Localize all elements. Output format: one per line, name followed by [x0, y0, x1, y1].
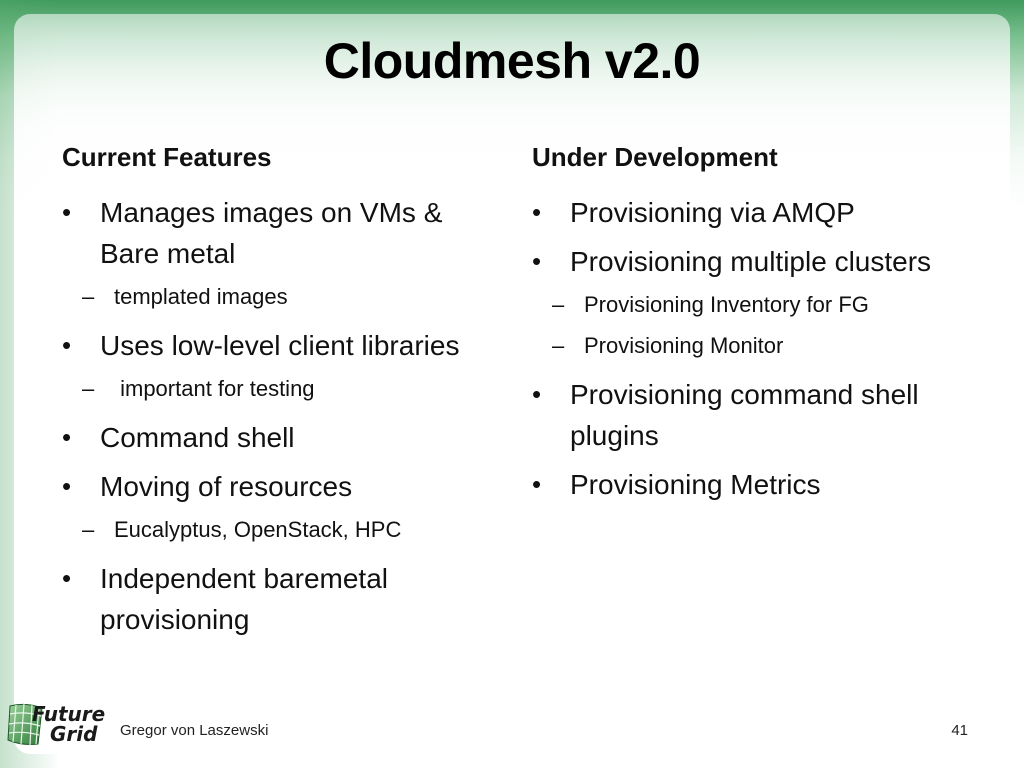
current-features-sub-item-text: Eucalyptus, OpenStack, HPC: [114, 517, 402, 542]
bullet-icon: •: [62, 422, 72, 452]
under-development-item-text: Provisioning via AMQP: [570, 197, 855, 228]
footer-author: Gregor von Laszewski: [120, 722, 269, 739]
under-development-item-text: Provisioning command shell plugins: [570, 379, 919, 451]
logo-text-future: Future: [32, 702, 106, 726]
current-features-heading: Current Features: [62, 142, 272, 172]
current-features-column: Current Features • Manages images on VMs …: [62, 140, 502, 648]
slide-card: [14, 14, 1010, 754]
dash-icon: –: [552, 292, 565, 317]
current-features-sub-item-text: important for testing: [114, 376, 315, 401]
dash-icon: –: [82, 284, 95, 309]
current-features-item-text: Command shell: [100, 422, 295, 453]
current-features-sub-list: – important for testing: [82, 368, 502, 409]
under-development-sub-item: –Provisioning Inventory for FG: [538, 284, 972, 325]
under-development-item: •Provisioning multiple clusters–Provisio…: [532, 241, 972, 366]
under-development-column: Under Development • Provisioning via AMQP…: [532, 140, 972, 513]
bullet-icon: •: [62, 563, 72, 593]
current-features-item: •Manages images on VMs & Bare metal–temp…: [62, 192, 502, 317]
bullet-icon: •: [532, 197, 542, 227]
under-development-list: • Provisioning via AMQP • Provisioning mult…: [532, 192, 972, 505]
current-features-sub-list: –templated images: [82, 276, 502, 317]
current-features-item-text: Moving of resources: [100, 471, 353, 502]
current-features-item-text: Manages images on VMs & Bare metal: [100, 197, 443, 269]
page-number: 41: [951, 722, 968, 739]
current-features-sub-item: –templated images: [68, 276, 502, 317]
futuregrid-logo: Future Grid: [6, 700, 106, 750]
current-features-sub-list: –Eucalyptus, OpenStack, HPC: [82, 509, 502, 550]
bullet-icon: •: [532, 246, 542, 276]
current-features-item-text: Independent baremetal provisioning: [100, 563, 388, 635]
dash-icon: –: [82, 517, 95, 542]
dash-icon: –: [552, 333, 565, 358]
current-features-sub-item: –Eucalyptus, OpenStack, HPC: [68, 509, 502, 550]
bullet-icon: •: [532, 469, 542, 499]
under-development-item-text: Provisioning multiple clusters: [570, 246, 932, 277]
slide-title: Cloudmesh v2.0: [323, 33, 701, 89]
under-development-item: • Provisioning command shell plugins: [532, 374, 972, 456]
under-development-item: • Provisioning via AMQP: [532, 192, 972, 233]
under-development-sub-item-text: Provisioning Inventory for FG: [584, 292, 869, 317]
logo-text-grid: Grid: [50, 722, 98, 746]
under-development-sub-item: –Provisioning Monitor: [538, 325, 972, 366]
current-features-item-text: Uses low-level client libraries: [100, 330, 460, 361]
current-features-list: •Manages images on VMs & Bare metal–temp…: [62, 192, 502, 640]
under-development-sub-list: –Provisioning Inventory for FG–Provision…: [552, 284, 972, 366]
current-features-item: • Command shell: [62, 417, 502, 458]
under-development-sub-item-text: Provisioning Monitor: [584, 333, 784, 358]
bullet-icon: •: [532, 379, 542, 409]
current-features-sub-item: – important for testing: [68, 368, 502, 409]
under-development-item-text: Provisioning Metrics: [570, 469, 821, 500]
bullet-icon: •: [62, 197, 72, 227]
current-features-sub-item-text: templated images: [114, 284, 288, 309]
current-features-item: •Uses low-level client libraries– import…: [62, 325, 502, 409]
current-features-item: • Independent baremetal provisioning: [62, 558, 502, 640]
under-development-heading: Under Development: [532, 142, 778, 172]
under-development-item: • Provisioning Metrics: [532, 464, 972, 505]
bullet-icon: •: [62, 330, 72, 360]
bullet-icon: •: [62, 471, 72, 501]
grid-globe-icon: [7, 703, 43, 746]
dash-icon: –: [82, 376, 95, 401]
current-features-item: •Moving of resources–Eucalyptus, OpenSta…: [62, 466, 502, 550]
